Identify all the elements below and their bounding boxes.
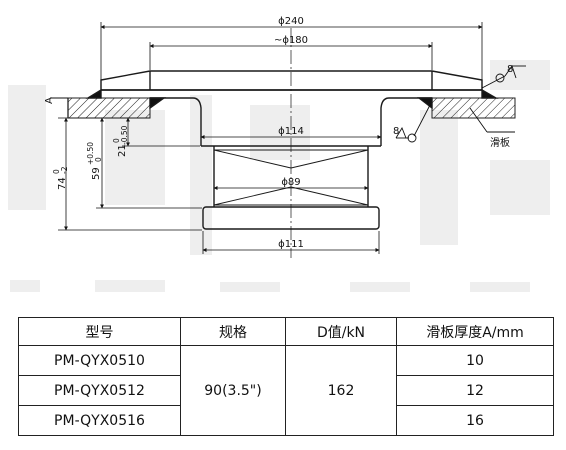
vertical-dims	[58, 117, 202, 231]
cell-thickness: 12	[396, 375, 554, 406]
dim-21-tol-lower: -0.50	[120, 125, 129, 145]
table-row: PM-QYX0510 90(3.5") 162 10	[18, 345, 554, 436]
dim-21-tol-upper: 0	[112, 138, 121, 143]
header-d-value: D值/kN	[285, 317, 397, 346]
dim-89: ϕ89	[281, 177, 300, 188]
dim-74-tol-upper: 0	[52, 169, 61, 174]
header-model: 型号	[18, 317, 181, 346]
dim-59-tol-upper: +0.50	[86, 142, 95, 165]
cell-model: PM-QYX0510	[18, 345, 181, 376]
roughness-top-value: 8	[507, 64, 513, 75]
slide-plate-label: 滑板	[490, 136, 510, 149]
dim-240: ϕ240	[278, 16, 304, 27]
table-row: PM-QYX0516 16	[18, 405, 554, 436]
dim-21: 21	[117, 144, 128, 157]
dim-111: ϕ111	[278, 239, 304, 250]
cell-model: PM-QYX0516	[18, 405, 181, 436]
dim-74: 74	[57, 177, 68, 190]
watermark	[8, 60, 550, 292]
top-flange	[85, 70, 499, 110]
dim-59: 59	[91, 167, 102, 180]
cell-thickness: 10	[396, 345, 554, 376]
header-spec: 规格	[180, 317, 286, 346]
dim-180: ~ϕ180	[274, 35, 308, 46]
slide-plate	[67, 97, 516, 119]
cell-d-value: 162	[285, 345, 397, 436]
spec-table: 型号 规格 D值/kN 滑板厚度A/mm PM-QYX0510 90(3.5")…	[18, 317, 554, 436]
technical-drawing: ϕ240 ~ϕ180 ϕ114 ϕ89 ϕ111 A 滑板 8 8 74 0 -…	[8, 16, 550, 292]
table-header-row: 型号 规格 D值/kN 滑板厚度A/mm	[18, 317, 554, 346]
roughness-side-value: 8	[393, 126, 399, 137]
roughness-symbols	[50, 65, 526, 143]
dim-59-tol-lower: 0	[94, 157, 103, 162]
dim-74-tol-lower: -2	[60, 166, 69, 174]
cell-thickness: 16	[396, 405, 554, 436]
header-thickness: 滑板厚度A/mm	[396, 317, 554, 346]
cell-model: PM-QYX0512	[18, 375, 181, 406]
horizontal-dims	[100, 22, 483, 254]
label-a: A	[44, 97, 55, 104]
cell-spec: 90(3.5")	[180, 345, 286, 436]
bearing-body	[150, 97, 432, 230]
dim-114: ϕ114	[278, 126, 304, 137]
